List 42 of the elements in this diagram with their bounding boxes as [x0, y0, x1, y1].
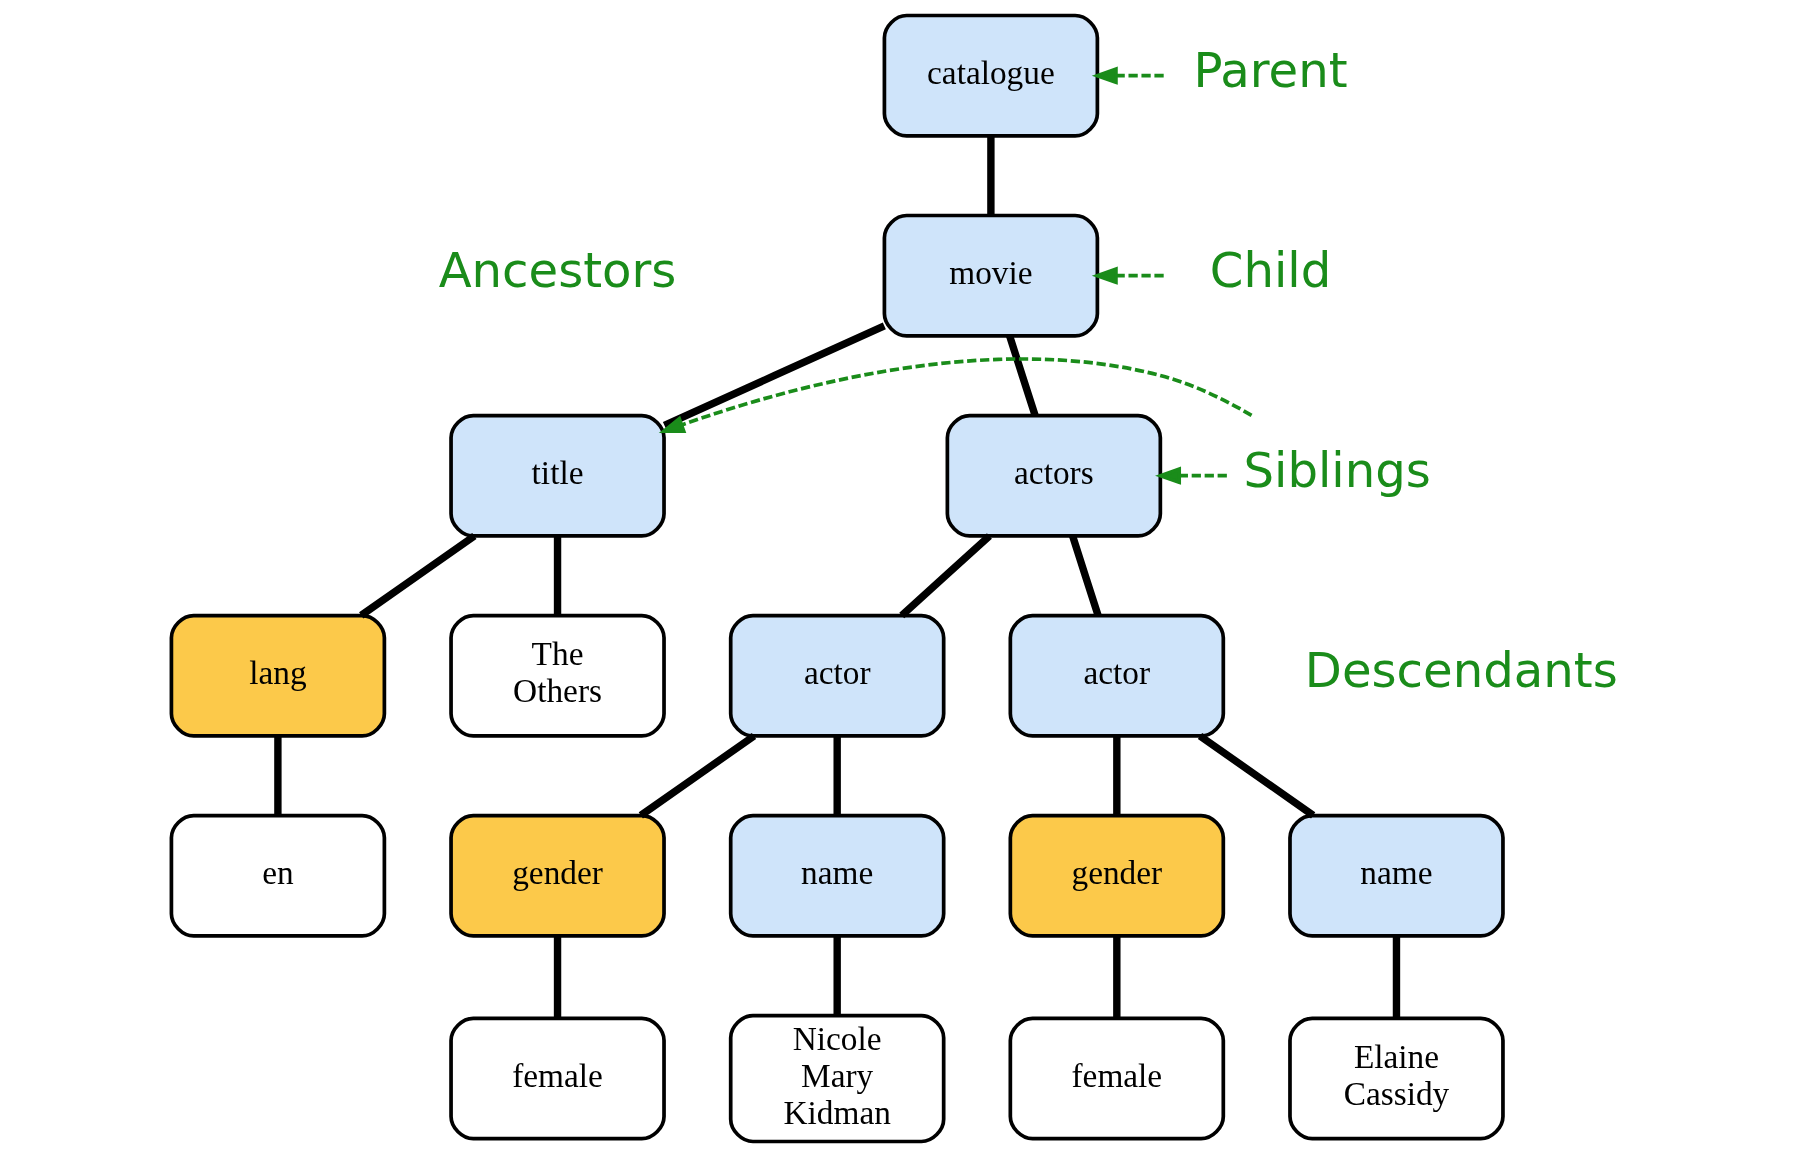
- connector: [1112, 936, 1121, 1018]
- arrow: [1091, 266, 1164, 285]
- connector: [1197, 732, 1315, 819]
- connector: [1005, 334, 1039, 417]
- connector: [1068, 534, 1102, 617]
- node-box: name: [1287, 813, 1505, 938]
- arrow: [1091, 66, 1164, 85]
- label: Ancestors: [438, 242, 676, 299]
- node-text: Child: [1209, 242, 1331, 299]
- connector: [273, 735, 282, 816]
- node-box: name: [728, 813, 945, 938]
- node-box: female: [448, 1016, 666, 1141]
- connector: [553, 936, 561, 1018]
- connector: [1112, 735, 1121, 816]
- node-box: gender: [1008, 813, 1225, 938]
- node-box: en: [169, 813, 386, 938]
- node-text: Parent: [1192, 42, 1348, 99]
- connector: [986, 135, 995, 216]
- connector: [832, 936, 841, 1015]
- node-box: movie: [882, 213, 1099, 338]
- node-box: catalogue: [882, 13, 1099, 138]
- connector: [638, 732, 756, 819]
- label: Descendants: [1304, 642, 1618, 699]
- node-box: The Others: [448, 613, 666, 738]
- node-box: Nicole Mary Kidman: [728, 1013, 945, 1144]
- node-box: title: [448, 413, 666, 538]
- connector: [358, 532, 476, 619]
- arrow: [658, 357, 1252, 434]
- node-box: actors: [945, 413, 1162, 538]
- node-box: actor: [728, 613, 945, 738]
- node-text: Siblings: [1243, 442, 1431, 499]
- arrow: [1154, 466, 1227, 485]
- connector: [832, 735, 841, 816]
- connector: [898, 533, 992, 619]
- connector: [1392, 936, 1400, 1018]
- connector: [662, 322, 886, 429]
- connector: [553, 535, 561, 616]
- node-box: Elaine Cassidy: [1287, 1016, 1505, 1141]
- node-box: actor: [1008, 613, 1225, 738]
- node-box: female: [1008, 1016, 1225, 1141]
- node-box: lang: [169, 613, 386, 738]
- node-box: gender: [448, 813, 666, 938]
